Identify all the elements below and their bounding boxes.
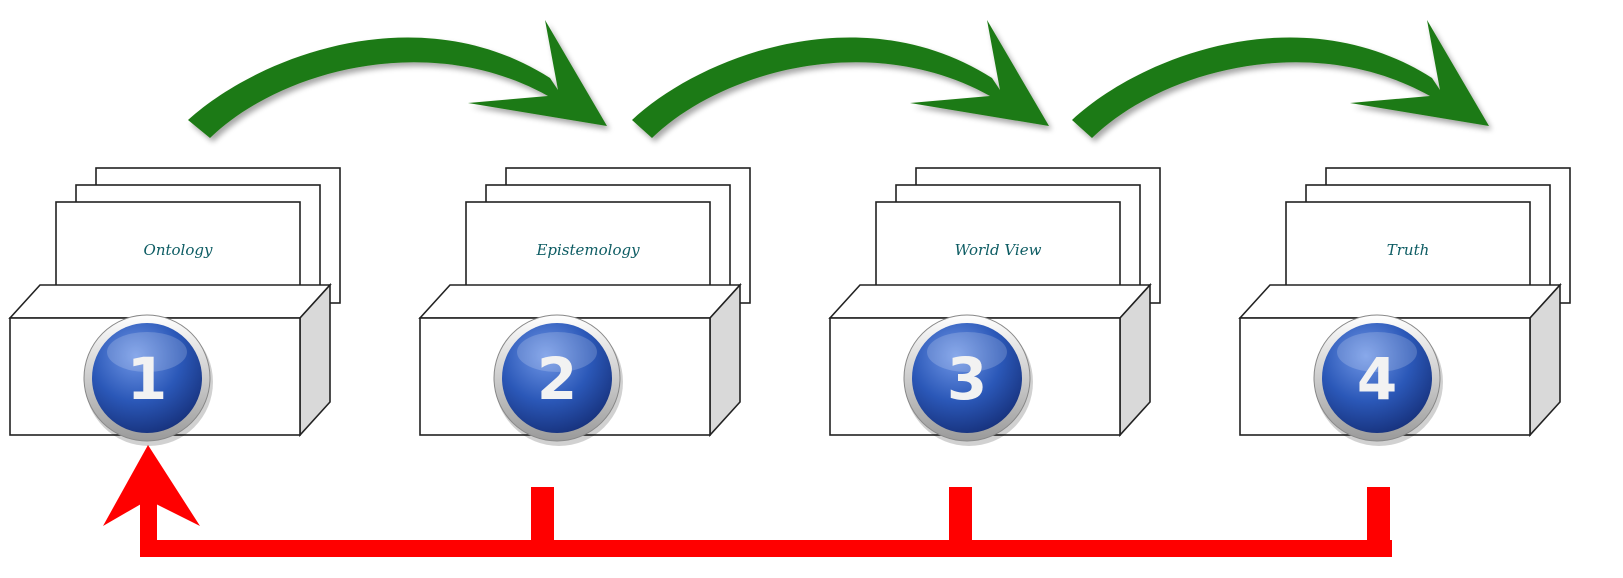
step-number: 1 — [127, 345, 167, 413]
forward-arrow-1-to-2 — [188, 20, 607, 138]
feedback-tick-4 — [1367, 487, 1390, 547]
forward-arrow-2-to-3 — [632, 20, 1049, 138]
step-box-4: Truth 4 — [1238, 167, 1571, 446]
step-number-badge: 3 — [903, 314, 1033, 446]
step-number-badge: 2 — [493, 314, 623, 446]
feedback-arrow — [103, 445, 1392, 557]
feedback-tick-3 — [949, 487, 972, 547]
box-top — [1238, 284, 1562, 319]
forward-arrow-3-to-4 — [1072, 20, 1489, 138]
step-number: 3 — [947, 345, 987, 413]
feedback-line — [140, 540, 1392, 557]
step-label: Truth — [1387, 241, 1430, 259]
step-number-badge: 4 — [1313, 314, 1443, 446]
step-label: World View — [955, 241, 1042, 259]
forward-arrows — [188, 20, 1489, 138]
step-number-badge: 1 — [83, 314, 213, 446]
step-number: 2 — [537, 345, 577, 413]
step-box-2: Epistemology 2 — [418, 167, 751, 446]
feedback-tick-2 — [531, 487, 554, 547]
step-box-1: Ontology 1 — [8, 167, 341, 446]
step-box-3: World View 3 — [828, 167, 1161, 446]
feedback-stem-1 — [140, 495, 157, 557]
box-top — [418, 284, 742, 319]
step-number: 4 — [1357, 345, 1397, 413]
feedback-arrowhead — [103, 445, 200, 526]
box-top — [8, 284, 332, 319]
box-top — [828, 284, 1152, 319]
step-label: Ontology — [144, 241, 213, 259]
step-label: Epistemology — [535, 241, 640, 259]
